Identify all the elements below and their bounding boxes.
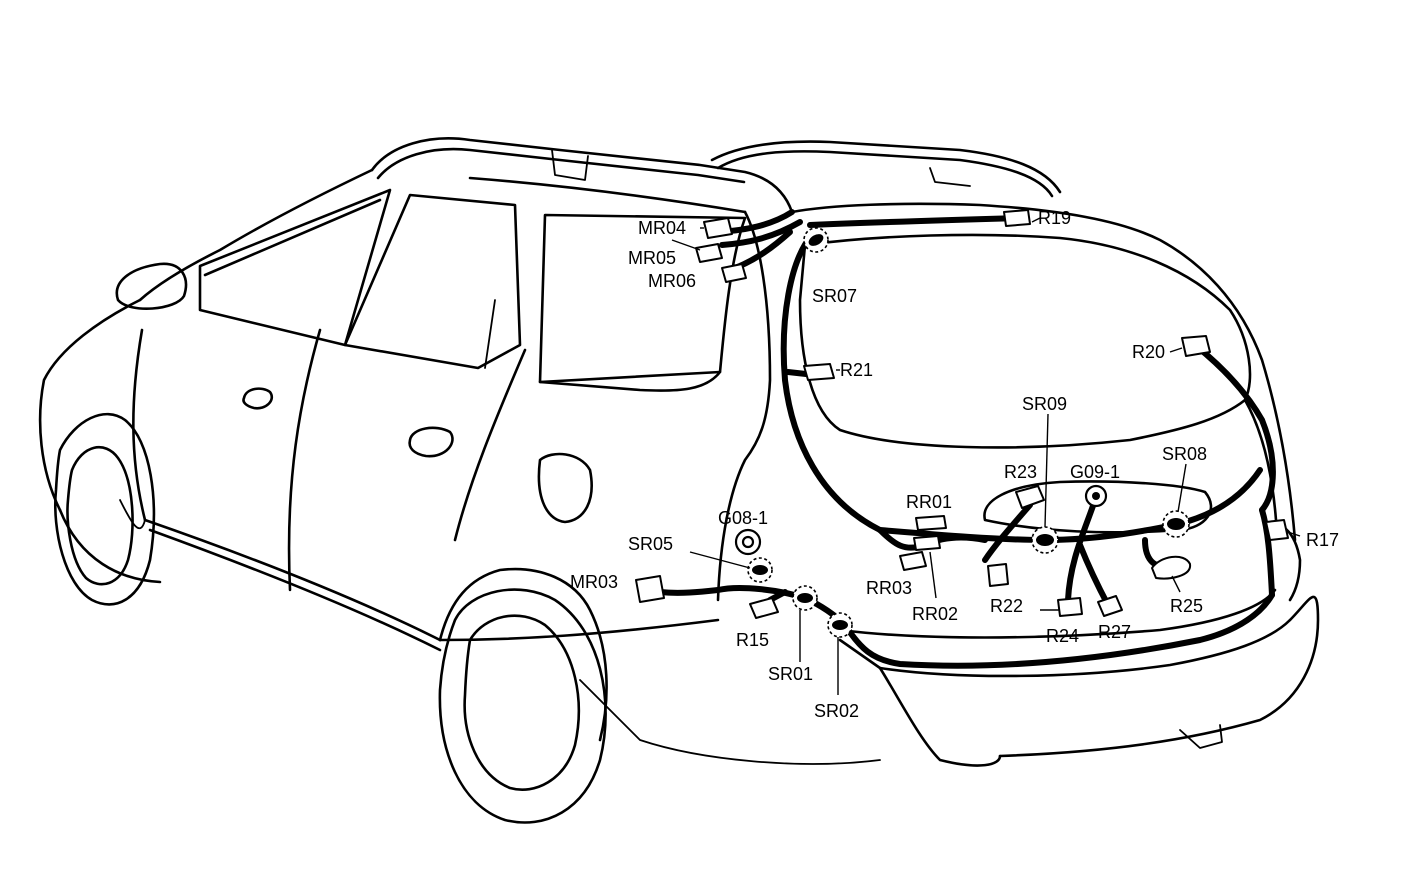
harness-hatch-right (1192, 342, 1276, 513)
label-r22: R22 (990, 596, 1023, 616)
label-sr08: SR08 (1162, 444, 1207, 464)
wiring-harness (657, 209, 1276, 669)
harness-hatch-left (780, 232, 883, 533)
car-body (38, 137, 1320, 824)
harness-r27-branch (1077, 542, 1111, 608)
splice-sr08 (1162, 510, 1190, 538)
ground-g08-1 (734, 528, 762, 556)
connector-r20 (1181, 335, 1211, 357)
label-rr02: RR02 (912, 604, 958, 624)
connector-rr01 (915, 515, 947, 531)
label-r20: R20 (1132, 342, 1165, 362)
splice-sr07 (803, 227, 829, 253)
label-mr03: MR03 (570, 572, 618, 592)
connector-mr03 (635, 575, 665, 603)
connector-r25 (1151, 555, 1192, 580)
label-sr05: SR05 (628, 534, 673, 554)
label-rr03: RR03 (866, 578, 912, 598)
connector-mr05 (695, 243, 723, 263)
components (635, 209, 1289, 638)
leader-lines (671, 217, 1301, 695)
connector-r23 (1015, 485, 1045, 509)
connector-r15 (749, 597, 779, 619)
splice-sr05 (747, 557, 773, 583)
label-sr09: SR09 (1022, 394, 1067, 414)
connector-mr06 (721, 263, 747, 283)
harness-r21-branch (785, 369, 809, 377)
connector-rr03 (899, 551, 927, 571)
label-r23: R23 (1004, 462, 1037, 482)
label-r24: R24 (1046, 626, 1079, 646)
label-r17: R17 (1306, 530, 1339, 550)
connector-r21 (803, 363, 835, 381)
label-g09-1: G09-1 (1070, 462, 1120, 482)
label-mr05: MR05 (628, 248, 676, 268)
harness-r23-branch (982, 502, 1033, 563)
harness-bumper (842, 592, 1275, 669)
label-r19: R19 (1038, 208, 1071, 228)
label-r27: R27 (1098, 622, 1131, 642)
label-mr04: MR04 (638, 218, 686, 238)
connector-rr02 (913, 535, 941, 551)
harness-hatch-top (807, 215, 1023, 228)
connector-r19 (1003, 209, 1031, 227)
label-sr01: SR01 (768, 664, 813, 684)
label-r15: R15 (736, 630, 769, 650)
splice-sr09 (1031, 526, 1059, 554)
label-sr02: SR02 (814, 701, 859, 721)
splice-sr02 (827, 612, 853, 638)
label-sr07: SR07 (812, 286, 857, 306)
connector-r24 (1057, 597, 1083, 617)
label-r21: R21 (840, 360, 873, 380)
connector-r22 (987, 563, 1009, 587)
connector-r17 (1265, 519, 1289, 541)
harness-mr03 (657, 587, 721, 596)
connector-r27 (1097, 595, 1123, 617)
component-labels: MR04 MR05 MR06 SR07 R19 R21 R20 SR09 R23… (570, 208, 1339, 721)
label-rr01: RR01 (906, 492, 952, 512)
splice-sr01 (792, 585, 818, 611)
label-mr06: MR06 (648, 271, 696, 291)
ground-g09-1 (1084, 484, 1108, 508)
label-r25: R25 (1170, 596, 1203, 616)
label-g08-1: G08-1 (718, 508, 768, 528)
harness-r17 (1259, 507, 1275, 598)
connector-mr04 (703, 217, 733, 239)
